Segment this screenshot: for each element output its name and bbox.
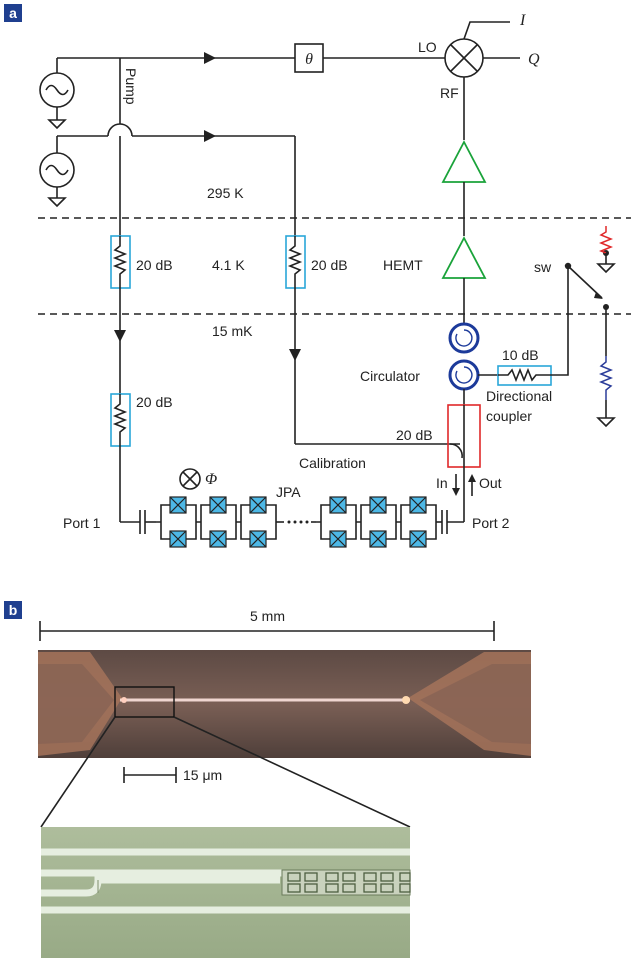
- attenuator-10db: [497, 365, 552, 386]
- switch: [564, 250, 609, 310]
- port2-label: Port 2: [472, 515, 510, 531]
- panel-a: a θ LO I Q: [4, 4, 631, 548]
- chip-photo: [38, 650, 531, 758]
- scale-5mm-label: 5 mm: [250, 608, 285, 624]
- panel-b-tag: b: [9, 602, 18, 618]
- amplifier-room-temp: [441, 140, 487, 183]
- attenuator-calibration: [285, 235, 306, 289]
- zoom-region-box: [114, 686, 175, 718]
- attenuator-pump-4k: [110, 235, 131, 289]
- hemt-label: HEMT: [383, 257, 423, 273]
- rf-label: RF: [440, 85, 459, 101]
- flux-bias-icon: [179, 468, 201, 490]
- pump-label: Pump: [123, 68, 139, 105]
- attenuator-pump-15mk: [110, 393, 131, 447]
- calibration-label: Calibration: [299, 455, 366, 471]
- directional-label: Directional: [486, 388, 552, 404]
- atten-cal-label: 20 dB: [311, 257, 348, 273]
- coupler-label: coupler: [486, 408, 532, 424]
- coupler-20db-label: 20 dB: [396, 427, 433, 443]
- phi-label: Φ: [205, 471, 217, 488]
- signal-source: [39, 136, 75, 208]
- panel-b: b 5 mm 15 μm: [4, 601, 531, 958]
- temp-295k: 295 K: [207, 185, 244, 201]
- scale-bar-15um: [123, 767, 177, 783]
- zoomed-micrograph: [41, 827, 411, 958]
- temp-4k: 4.1 K: [212, 257, 245, 273]
- zoom-line-left: [40, 716, 116, 828]
- in-label: In: [436, 475, 448, 491]
- panel-a-tag: a: [9, 5, 17, 21]
- temp-15mk: 15 mK: [212, 323, 253, 339]
- mixer: [444, 21, 520, 78]
- circulator-1: [448, 322, 480, 354]
- zoom-line-right: [173, 716, 411, 828]
- atten-pump-15mk-label: 20 dB: [136, 394, 173, 410]
- sw-label: sw: [534, 259, 552, 275]
- panel-a-tag-bg: [4, 4, 22, 22]
- hemt-amplifier: [441, 236, 487, 279]
- hot-load-resistor: [596, 226, 616, 274]
- i-output-label: I: [519, 12, 526, 29]
- q-output-label: Q: [528, 51, 540, 68]
- pump-source: [39, 58, 75, 130]
- scale-15um-label: 15 μm: [183, 767, 222, 783]
- theta-label: θ: [305, 51, 313, 68]
- circulator-label: Circulator: [360, 368, 420, 384]
- lo-label: LO: [418, 39, 437, 55]
- panel-b-tag-bg: [4, 601, 22, 619]
- jpa-array: [120, 496, 464, 548]
- atten-pump-4k-label: 20 dB: [136, 257, 173, 273]
- circulator-2: [448, 359, 480, 391]
- out-label: Out: [479, 475, 502, 491]
- jpa-label: JPA: [276, 484, 301, 500]
- scale-bar-5mm: [39, 621, 495, 641]
- cold-load-resistor: [596, 307, 616, 428]
- port1-label: Port 1: [63, 515, 101, 531]
- atten-10db-label: 10 dB: [502, 347, 539, 363]
